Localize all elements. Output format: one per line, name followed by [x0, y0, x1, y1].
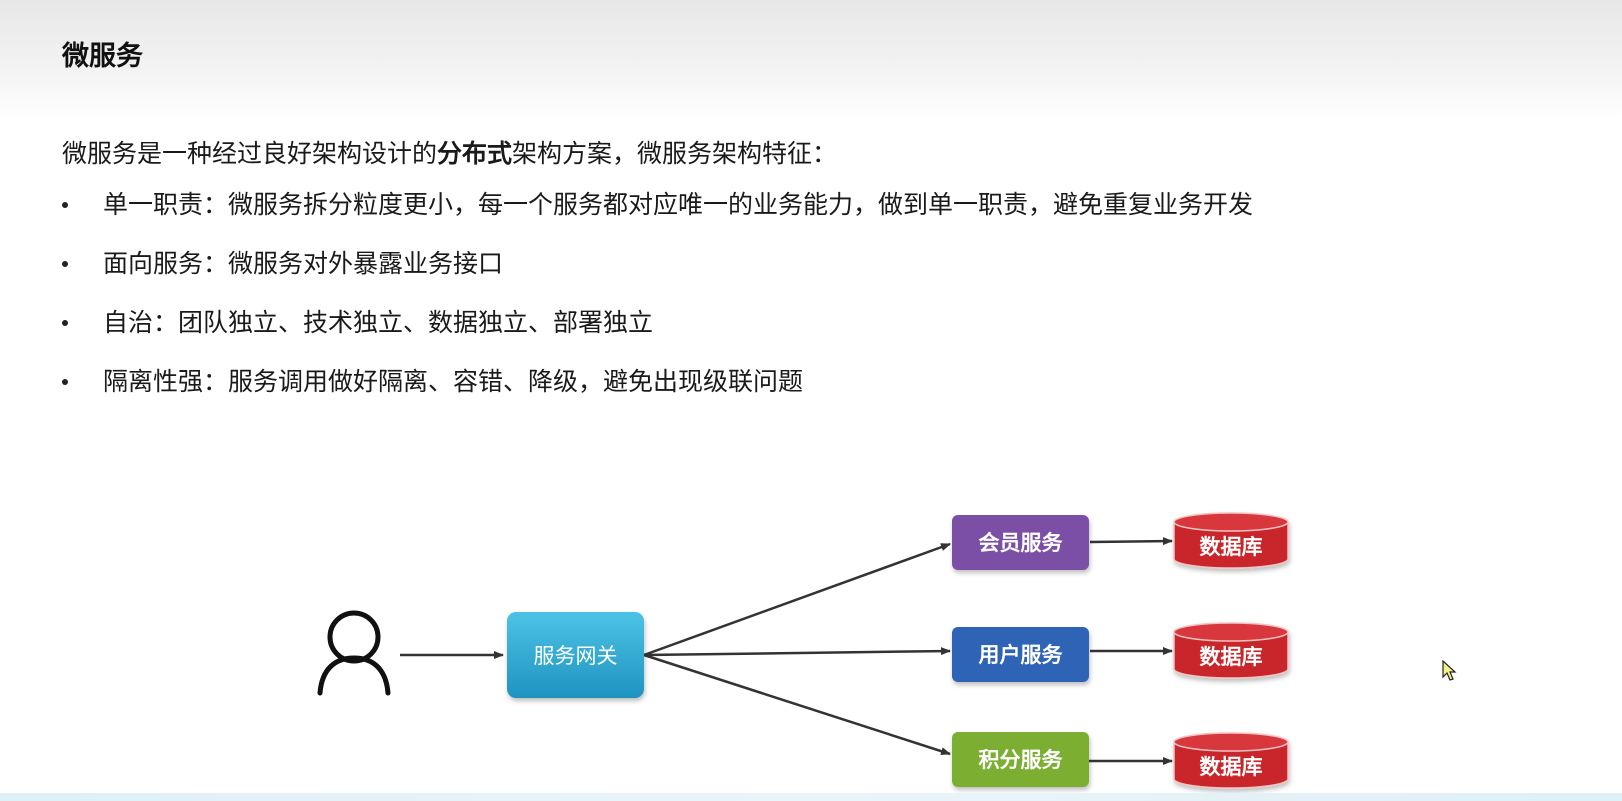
header-band: [0, 0, 1622, 118]
bullet-icon: [62, 320, 68, 326]
bullet-icon: [62, 202, 68, 208]
arrow-member-to-db: [1089, 537, 1173, 546]
bullet-icon: [62, 379, 68, 385]
points-service-box: [952, 732, 1089, 787]
database-label: 数据库: [1200, 645, 1263, 669]
service-node-user: [952, 627, 1089, 682]
feature-text: 单一职责：微服务拆分粒度更小，每一个服务都对应唯一的业务能力，做到单一职责，避免…: [103, 190, 1254, 219]
member-service-label: 会员服务: [979, 531, 1064, 555]
member-service-box: [952, 515, 1089, 570]
intro-after: 架构方案，微服务架构特征：: [512, 139, 838, 168]
user-icon: [317, 610, 391, 696]
feature-text: 面向服务：微服务对外暴露业务接口: [103, 249, 504, 278]
intro-text: 微服务是一种经过良好架构设计的分布式架构方案，微服务架构特征：: [62, 134, 837, 170]
feature-item: 单一职责：微服务拆分粒度更小，每一个服务都对应唯一的业务能力，做到单一职责，避免…: [62, 190, 1253, 249]
arrow-gateway-to-member: [643, 542, 951, 657]
feature-list: 单一职责：微服务拆分粒度更小，每一个服务都对应唯一的业务能力，做到单一职责，避免…: [62, 190, 1253, 426]
service-node-member: [952, 515, 1089, 570]
gateway-box: [507, 612, 644, 698]
bottom-decoration: [0, 793, 1622, 801]
feature-item: 隔离性强：服务调用做好隔离、容错、降级，避免出现级联问题: [62, 367, 1253, 426]
user-service-label: 用户服务: [979, 643, 1064, 667]
slide-title: 微服务: [62, 41, 143, 72]
intro-bold: 分布式: [437, 139, 513, 168]
gateway-label: 服务网关: [534, 644, 618, 668]
gateway-node: [507, 612, 644, 698]
connector-arrows: [400, 537, 1173, 765]
service-node-points: [952, 732, 1089, 787]
database-label: 数据库: [1200, 755, 1263, 779]
database-label: 数据库: [1200, 535, 1263, 559]
mouse-pointer-icon: [1442, 660, 1457, 681]
database-icon: [1173, 732, 1289, 789]
feature-text: 自治：团队独立、技术独立、数据独立、部署独立: [103, 308, 654, 337]
points-service-label: 积分服务: [979, 748, 1064, 772]
feature-item: 面向服务：微服务对外暴露业务接口: [62, 249, 1253, 308]
user-service-box: [952, 627, 1089, 682]
database-icon: [1173, 622, 1289, 679]
arrow-gateway-to-points: [643, 653, 951, 756]
feature-item: 自治：团队独立、技术独立、数据独立、部署独立: [62, 308, 1253, 367]
intro-before: 微服务是一种经过良好架构设计的: [62, 139, 438, 168]
feature-text: 隔离性强：服务调用做好隔离、容错、降级，避免出现级联问题: [103, 367, 804, 396]
arrow-gateway-to-user-service: [643, 647, 951, 657]
database-icon: [1173, 512, 1289, 569]
bullet-icon: [62, 261, 68, 267]
